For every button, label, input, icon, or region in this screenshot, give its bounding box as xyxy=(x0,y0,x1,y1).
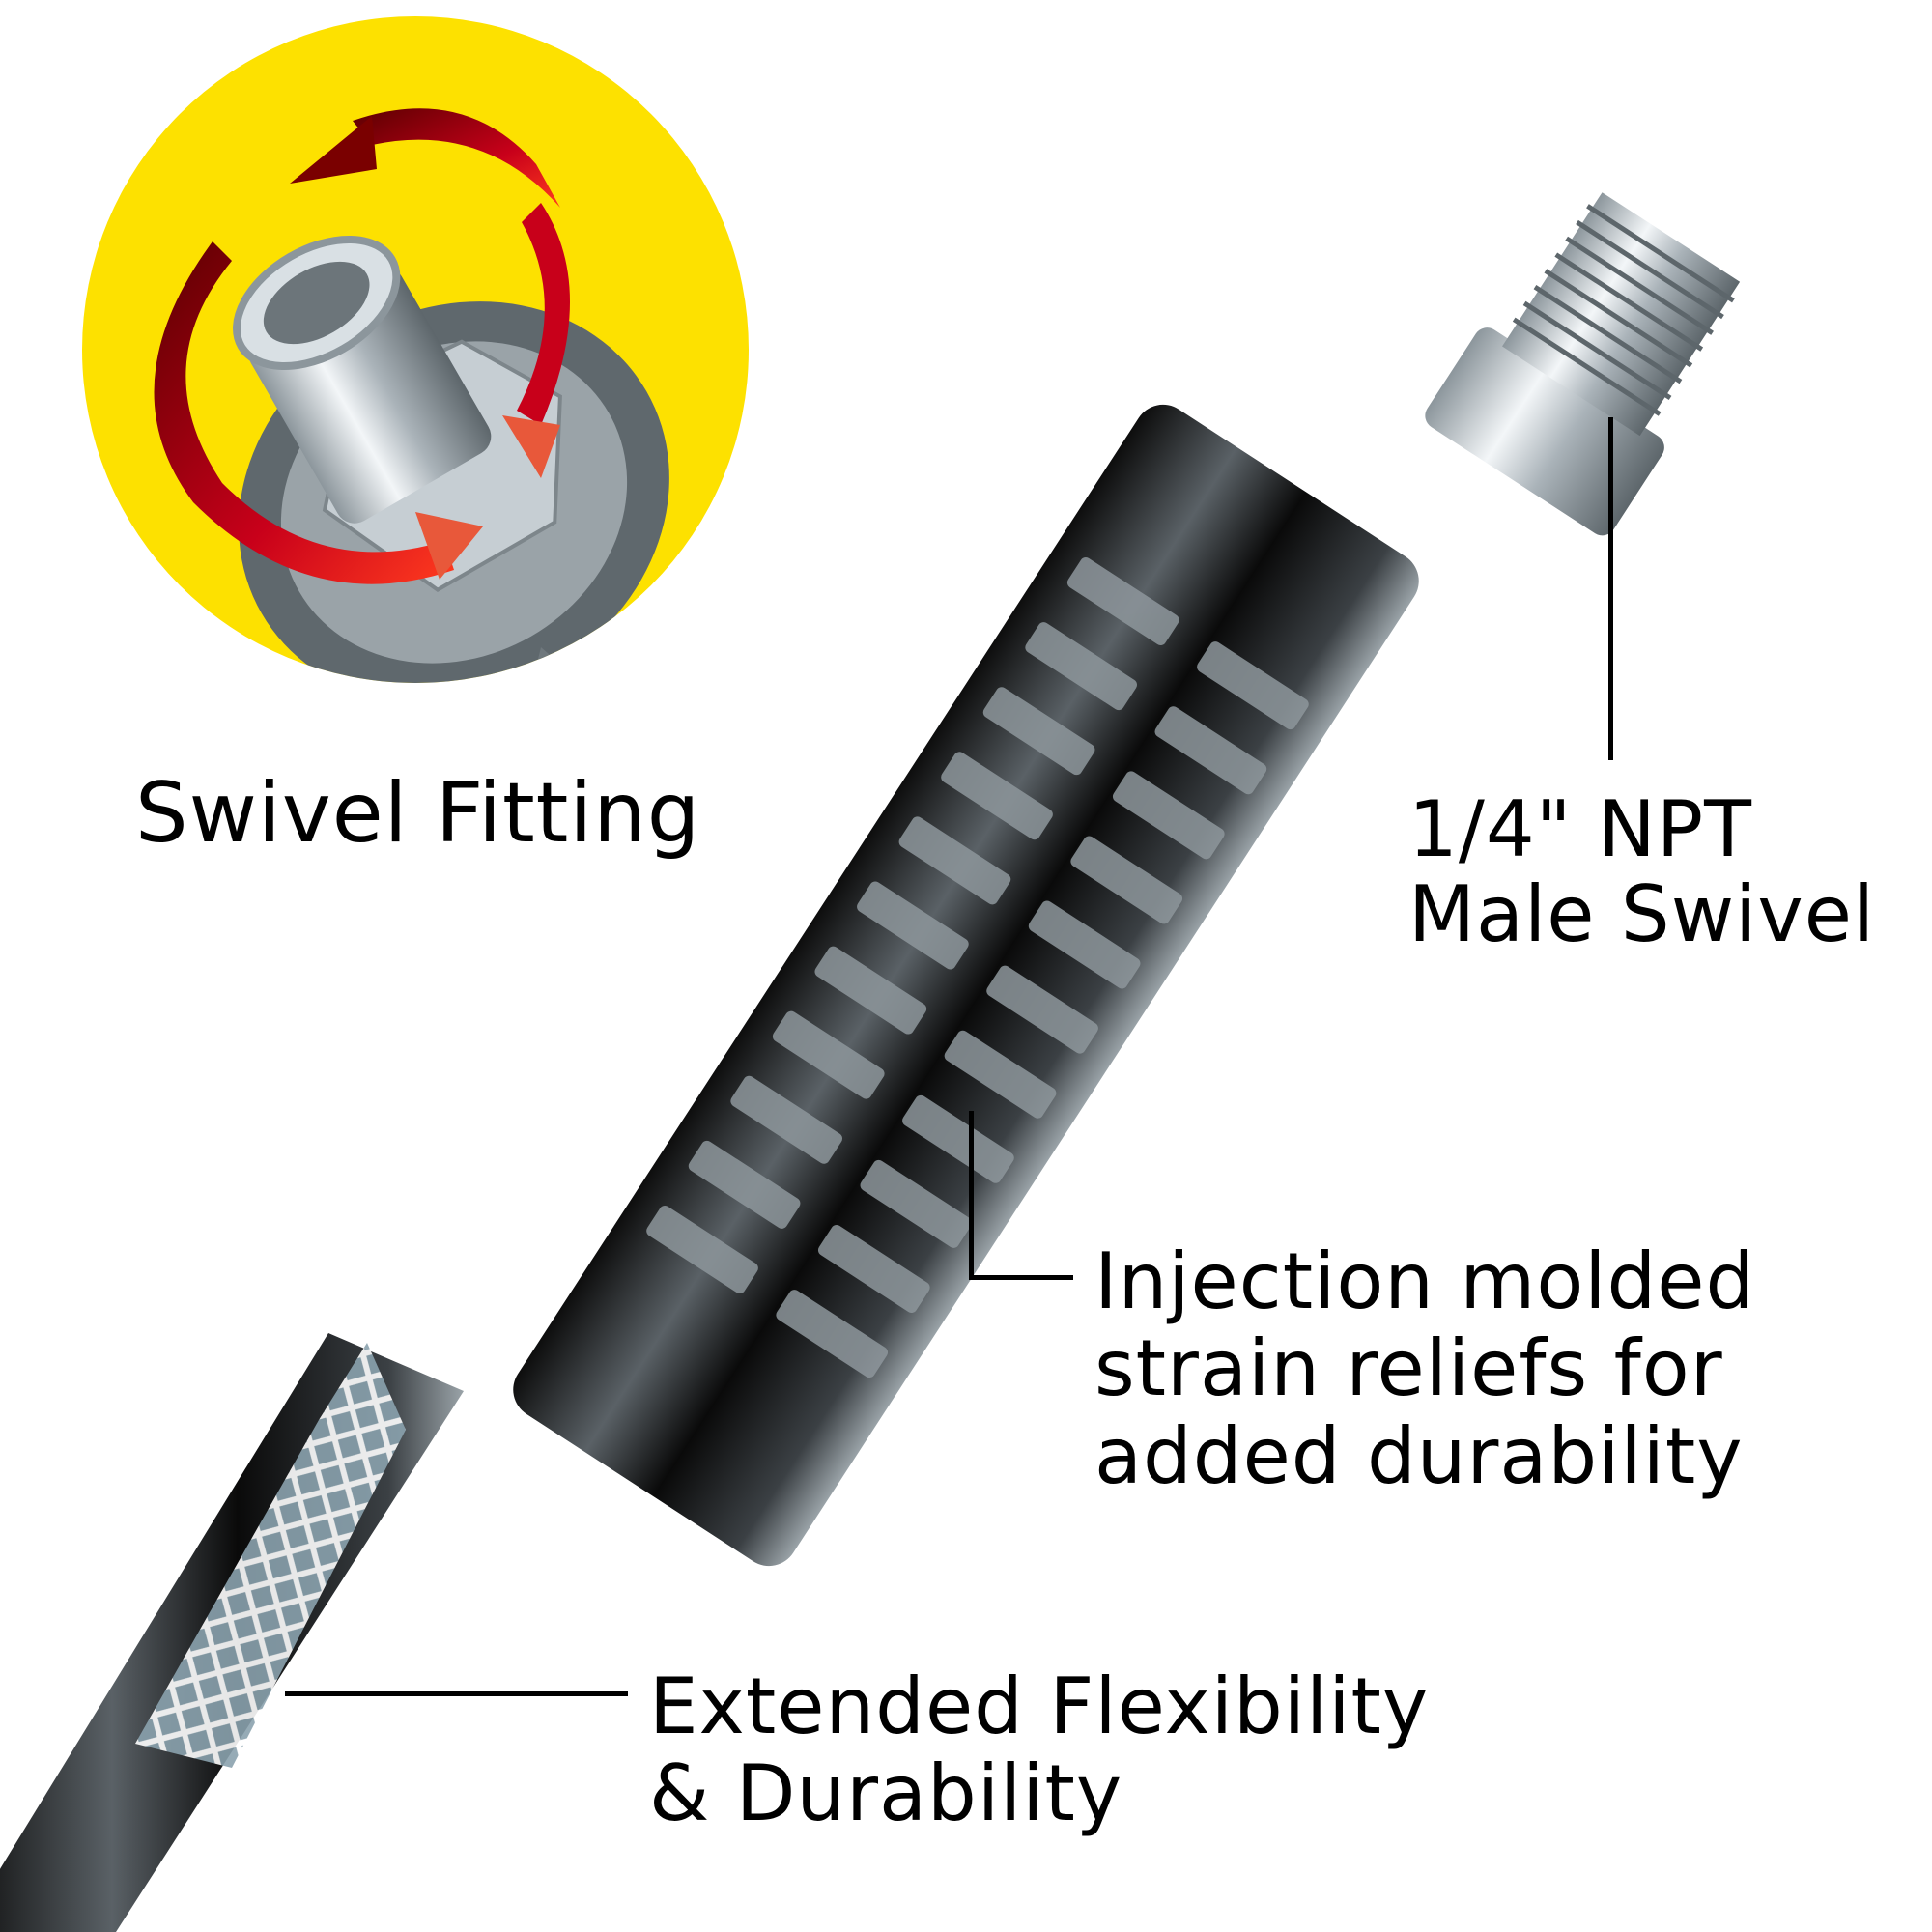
strain-relief-leader-vertical xyxy=(969,1111,974,1280)
strain-relief-leader-horizontal xyxy=(969,1275,1073,1280)
flexibility-callout: Extended Flexibility & Durability xyxy=(649,1662,1430,1838)
swivel-fitting-label: Swivel Fitting xyxy=(135,765,701,862)
flexibility-leader-line xyxy=(285,1691,628,1696)
strain-relief-callout: Injection molded strain reliefs for adde… xyxy=(1094,1236,1756,1501)
npt-fitting xyxy=(1425,192,1741,536)
npt-leader-line xyxy=(1608,417,1613,760)
swivel-badge xyxy=(82,16,749,683)
hose-assembly xyxy=(0,192,1741,1932)
npt-callout: 1/4" NPT Male Swivel xyxy=(1408,784,1876,959)
rotation-arrows-icon xyxy=(154,108,570,584)
